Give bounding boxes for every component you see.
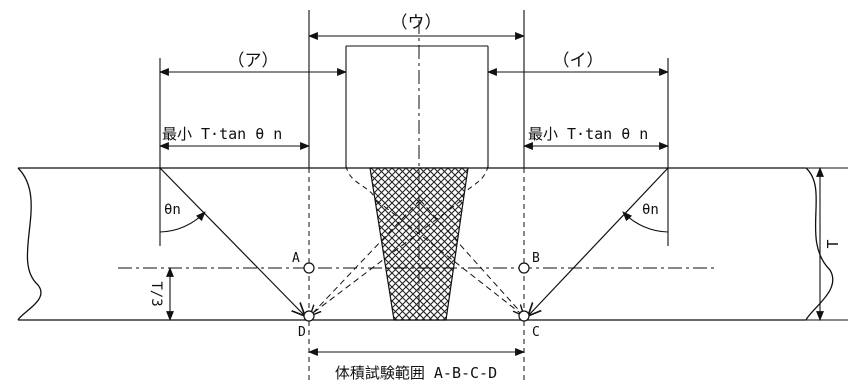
label-min-left: 最小 T·tan θ n xyxy=(162,125,282,143)
label-point-c: C xyxy=(532,325,540,340)
label-point-b: B xyxy=(532,251,540,266)
label-t: T xyxy=(824,239,842,248)
label-theta-left: θn xyxy=(164,202,181,218)
point-d xyxy=(303,310,315,322)
reflection-paths xyxy=(308,199,524,316)
label-point-d: D xyxy=(298,325,306,340)
label-point-a: A xyxy=(292,251,300,266)
label-volume-range: 体積試験範囲 A-B-C-D xyxy=(335,364,497,382)
theta-arc-right xyxy=(622,211,669,233)
point-c xyxy=(518,310,530,322)
plate-left-break xyxy=(17,167,42,321)
dim-t xyxy=(806,167,848,321)
point-a xyxy=(303,262,315,274)
label-i: （イ） xyxy=(553,51,604,71)
theta-arc-left xyxy=(159,211,206,233)
dim-t3 xyxy=(150,267,300,321)
point-b xyxy=(518,262,530,274)
beam-paths xyxy=(159,167,669,316)
weld-bead xyxy=(369,167,469,321)
label-theta-right: θn xyxy=(642,202,659,218)
volume-boundaries xyxy=(308,168,525,384)
points xyxy=(303,262,530,322)
label-min-right: 最小 T·tan θ n xyxy=(528,125,648,143)
label-u: （ウ） xyxy=(391,13,442,33)
haz-lines xyxy=(345,165,489,201)
label-t3: T/3 xyxy=(148,281,164,306)
label-a: （ア） xyxy=(228,51,279,71)
extension-lines xyxy=(159,10,669,246)
